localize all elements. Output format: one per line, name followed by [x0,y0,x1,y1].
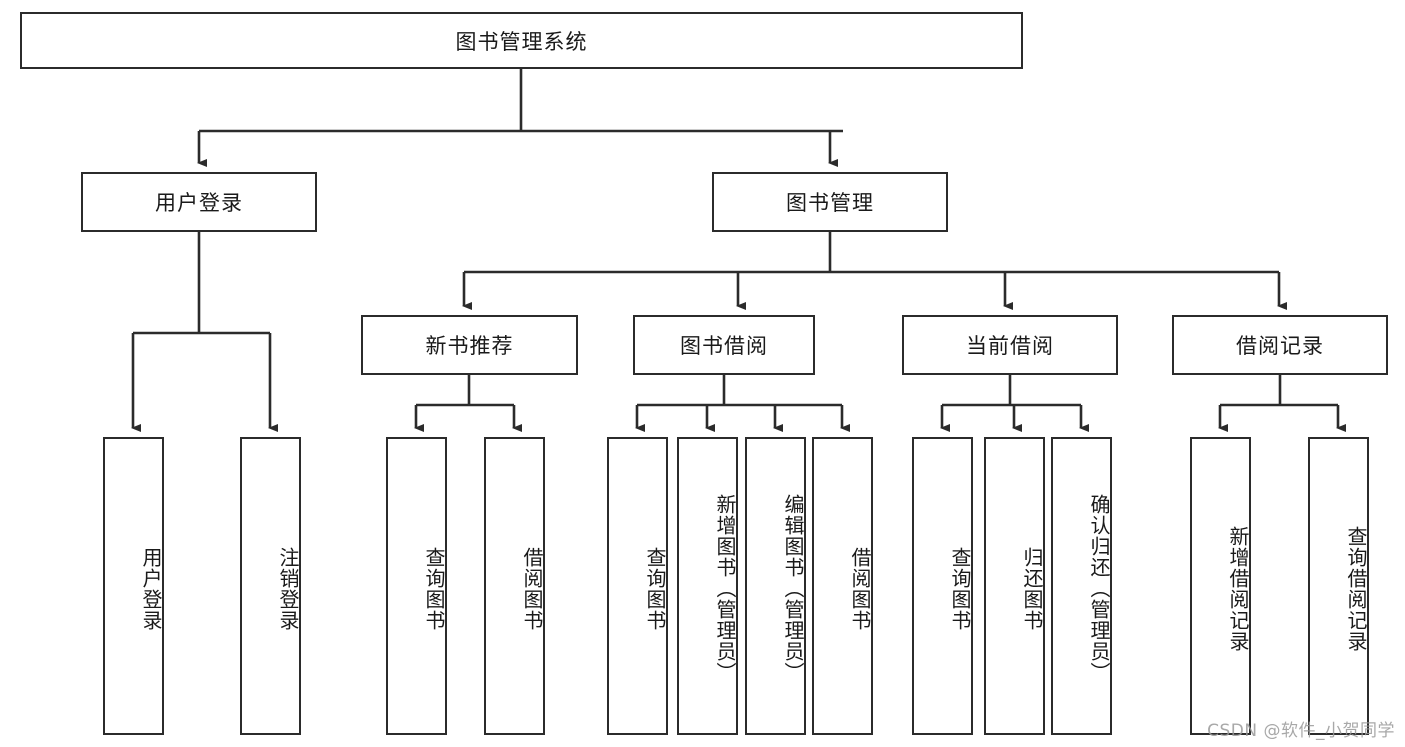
node-new-book-recommend[interactable]: 新书推荐 [361,315,578,375]
node-user-login[interactable]: 用户登录 [81,172,317,232]
leaf-add-book-admin[interactable]: 新增图书（管理员） [677,437,738,735]
leaf-user-login[interactable]: 用户登录 [103,437,164,735]
leaf-logout[interactable]: 注销登录 [240,437,301,735]
node-book-borrow[interactable]: 图书借阅 [633,315,815,375]
node-book-management[interactable]: 图书管理 [712,172,948,232]
leaf-borrow-book[interactable]: 借阅图书 [812,437,873,735]
node-root[interactable]: 图书管理系统 [20,12,1023,69]
leaf-borrow-book-rec[interactable]: 借阅图书 [484,437,545,735]
node-borrow-record[interactable]: 借阅记录 [1172,315,1388,375]
node-current-borrow[interactable]: 当前借阅 [902,315,1118,375]
leaf-query-book-current[interactable]: 查询图书 [912,437,973,735]
leaf-query-book-rec[interactable]: 查询图书 [386,437,447,735]
leaf-confirm-return-admin[interactable]: 确认归还（管理员） [1051,437,1112,735]
leaf-query-book-borrow[interactable]: 查询图书 [607,437,668,735]
leaf-query-borrow-record[interactable]: 查询借阅记录 [1308,437,1369,735]
leaf-return-book[interactable]: 归还图书 [984,437,1045,735]
leaf-add-borrow-record[interactable]: 新增借阅记录 [1190,437,1251,735]
csdn-watermark: CSDN @软件_小贺同学 [1207,721,1395,741]
leaf-edit-book-admin[interactable]: 编辑图书（管理员） [745,437,806,735]
